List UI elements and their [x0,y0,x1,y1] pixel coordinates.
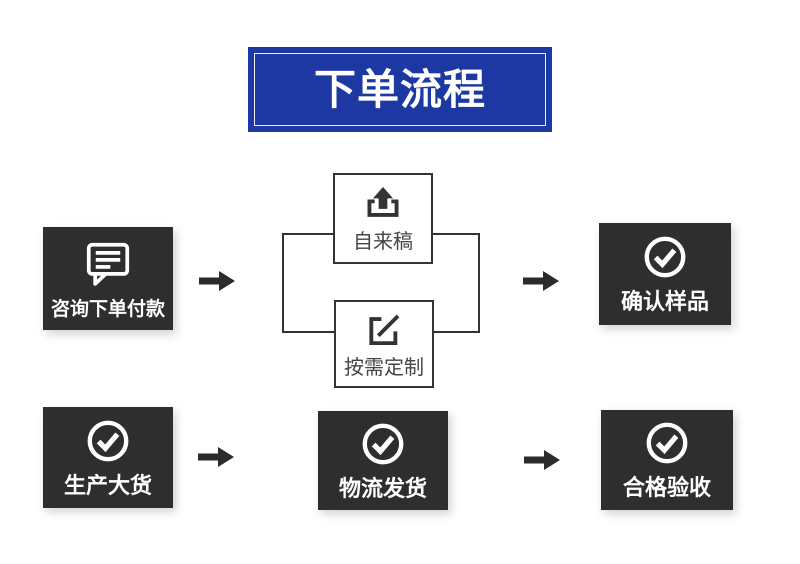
step-bulk-production: 生产大货 [43,407,173,508]
option-label: 按需定制 [344,356,424,379]
arrow-right-icon [199,271,235,291]
step-consult-order-pay: 咨询下单付款 [43,227,173,330]
option-own-manuscript: 自来稿 [333,173,433,264]
step-label: 确认样品 [620,289,709,315]
option-label: 自来稿 [353,231,413,253]
step-label: 物流发货 [338,475,427,501]
step-label: 生产大货 [63,472,152,498]
check-circle-icon [644,236,686,278]
check-circle-icon [87,420,129,462]
title-banner: 下单流程 [248,47,552,132]
arrow-right-icon [524,450,560,470]
option-custom-made: 按需定制 [334,300,434,388]
upload-icon [367,186,399,217]
step-label: 合格验收 [622,475,711,501]
step-logistics-shipping: 物流发货 [318,411,448,510]
edit-icon [369,314,400,345]
step-qualified-acceptance: 合格验收 [601,410,733,510]
page-title: 下单流程 [313,65,486,113]
arrow-right-icon [523,271,559,291]
step-label: 咨询下单付款 [50,298,165,320]
check-circle-icon [362,423,404,465]
check-circle-icon [646,422,688,464]
chat-icon [86,242,130,286]
arrow-right-icon [198,447,234,467]
step-confirm-sample: 确认样品 [599,223,731,325]
